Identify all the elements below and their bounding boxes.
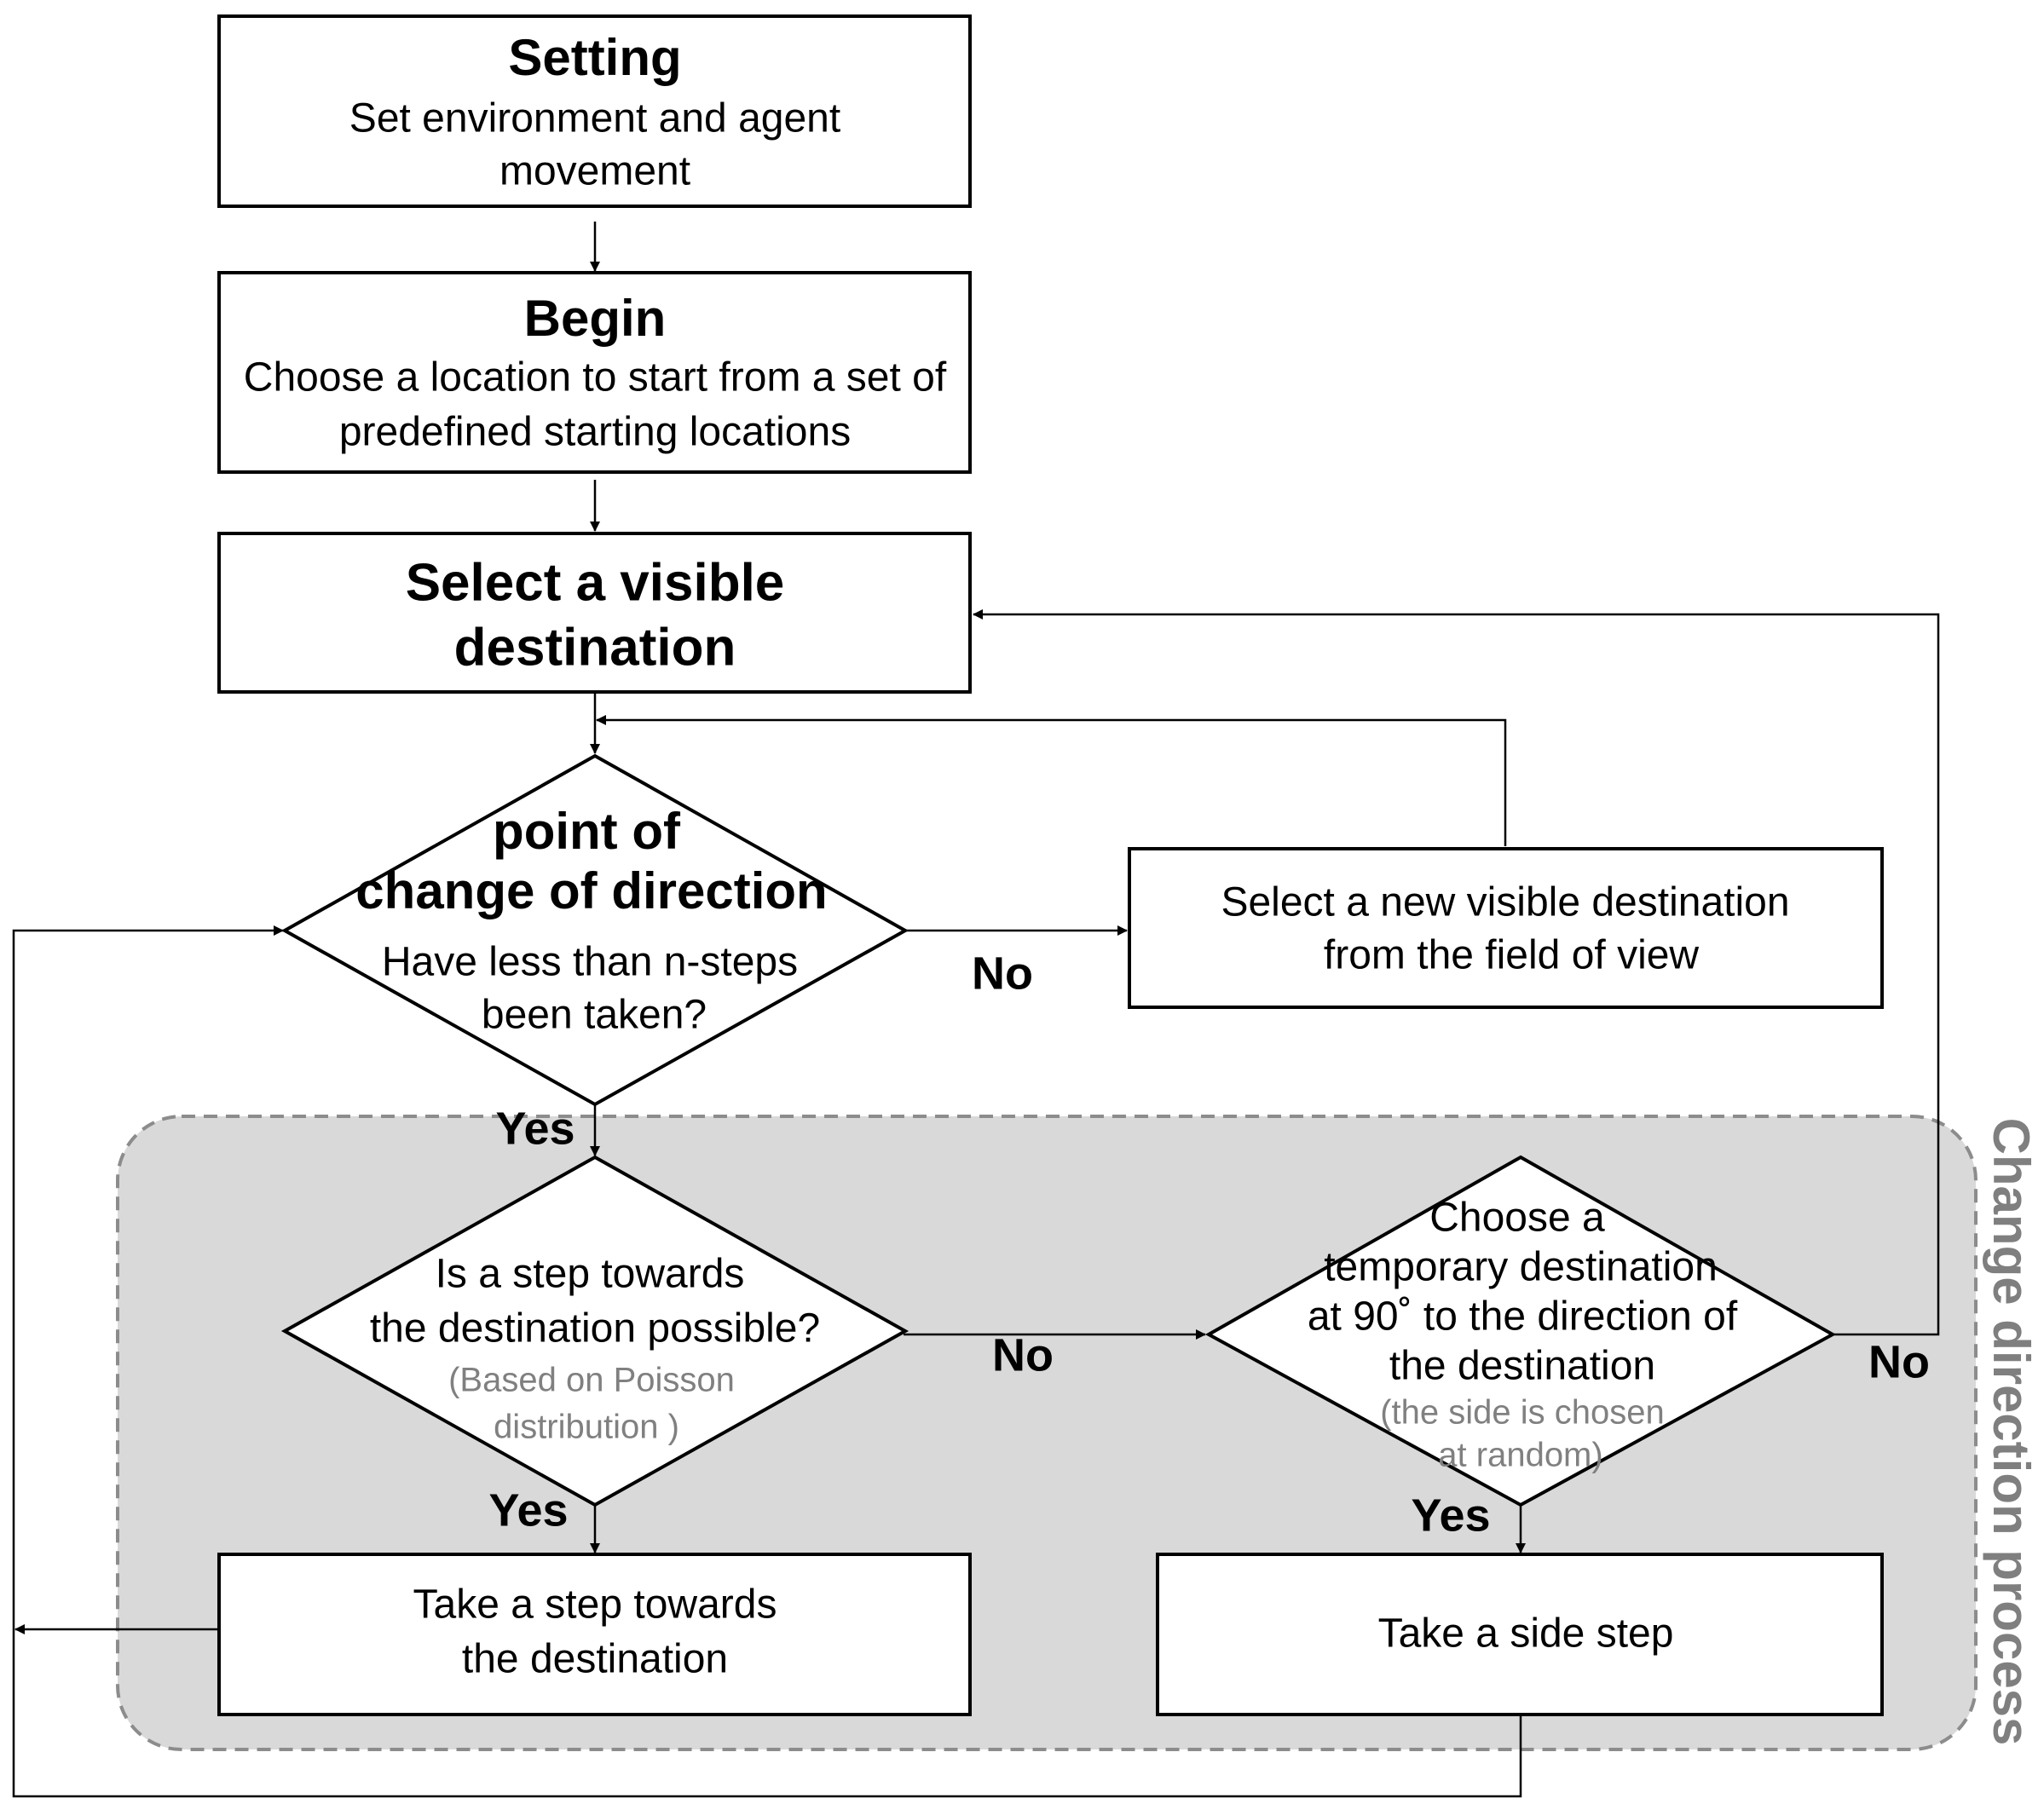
select-destination-node: Select a visible destination bbox=[217, 532, 972, 694]
setting-title: Setting bbox=[508, 29, 681, 86]
arrow-newdest-loop bbox=[596, 715, 1507, 846]
new-destination-node: Select a new visible destination from th… bbox=[1128, 847, 1884, 1009]
select-destination-line-2: destination bbox=[454, 618, 736, 677]
select-destination-line-1: Select a visible bbox=[406, 553, 785, 612]
temp-destination-line-1: Choose a bbox=[1429, 1196, 1605, 1241]
take-step-line-1: Take a step towards bbox=[413, 1582, 777, 1628]
begin-line-2: predefined starting locations bbox=[339, 410, 851, 455]
begin-node: Begin Choose a location to start from a … bbox=[217, 271, 972, 474]
temp-destination-note-1: (the side is chosen bbox=[1380, 1394, 1665, 1432]
temp-destination-note-2: at random) bbox=[1438, 1437, 1602, 1474]
temp-destination-line-3: at 90˚ to the direction of bbox=[1308, 1294, 1738, 1340]
setting-node: Setting Set environment and agent moveme… bbox=[217, 14, 972, 208]
step-possible-decision: Is a step towards the destination possib… bbox=[280, 1155, 909, 1507]
change-point-title-1: point of bbox=[493, 803, 681, 860]
arrow-loop-to-change bbox=[12, 925, 1522, 1798]
edge-label-possible-yes: Yes bbox=[488, 1484, 568, 1536]
edge-label-change-no: No bbox=[972, 948, 1033, 999]
temp-destination-line-2: temporary destination bbox=[1324, 1245, 1718, 1290]
change-point-title-2: change of direction bbox=[355, 862, 827, 919]
step-possible-note-1: (Based on Poisson bbox=[448, 1362, 735, 1399]
change-direction-group-label: Change direction process bbox=[1983, 1118, 2040, 1746]
arrow-temp-no-loop bbox=[973, 609, 1940, 1336]
take-step-node: Take a step towards the destination bbox=[217, 1553, 972, 1716]
temp-destination-line-4: the destination bbox=[1389, 1344, 1655, 1389]
new-destination-line-2: from the field of view bbox=[1324, 933, 1700, 978]
take-step-line-2: the destination bbox=[462, 1637, 728, 1682]
connectors bbox=[12, 222, 1940, 1798]
step-possible-line-2: the destination possible? bbox=[370, 1306, 820, 1352]
setting-line-1: Set environment and agent bbox=[349, 96, 840, 141]
step-possible-note-2: distribution ) bbox=[494, 1409, 679, 1446]
edge-label-temp-yes: Yes bbox=[1411, 1490, 1490, 1541]
begin-title: Begin bbox=[524, 290, 667, 347]
change-point-line-2: been taken? bbox=[482, 993, 707, 1038]
edge-label-change-yes: Yes bbox=[495, 1103, 575, 1154]
temp-destination-decision: Choose a temporary destination at 90˚ to… bbox=[1204, 1155, 1837, 1507]
edge-label-possible-no: No bbox=[992, 1329, 1054, 1380]
change-point-decision: point of change of direction Have less t… bbox=[280, 753, 909, 1107]
change-point-line-1: Have less than n-steps bbox=[382, 940, 798, 985]
setting-line-2: movement bbox=[499, 149, 690, 194]
edge-label-temp-no: No bbox=[1868, 1336, 1930, 1387]
new-destination-line-1: Select a new visible destination bbox=[1221, 880, 1789, 925]
side-step-line-1: Take a side step bbox=[1378, 1611, 1674, 1657]
step-possible-line-1: Is a step towards bbox=[436, 1252, 745, 1297]
side-step-node: Take a side step bbox=[1156, 1553, 1884, 1716]
begin-line-1: Choose a location to start from a set of bbox=[244, 355, 947, 401]
